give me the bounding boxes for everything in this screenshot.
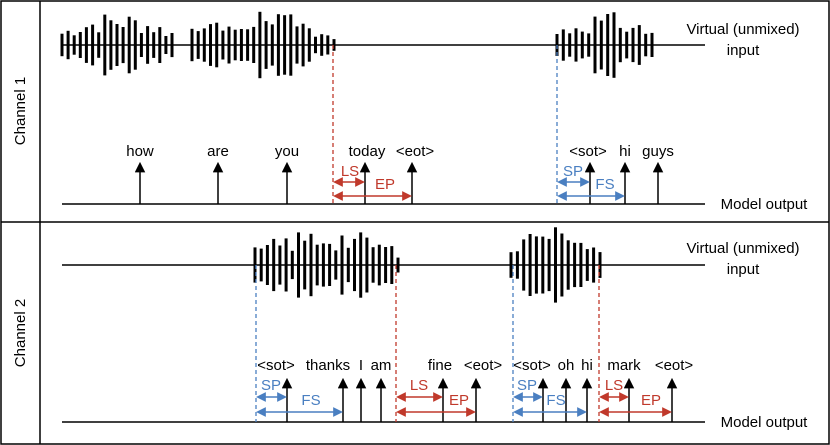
ls-label: LS [341, 163, 359, 180]
channel-2-output-label: Model output [721, 414, 809, 431]
token-label: you [275, 143, 299, 160]
ep-label: EP [449, 392, 469, 409]
token-label: <sot> [257, 357, 295, 374]
token-label: <eot> [655, 357, 694, 374]
sp-label: SP [517, 377, 537, 394]
token-label: are [207, 143, 229, 160]
token-label: guys [642, 143, 674, 160]
ep-label: EP [641, 392, 661, 409]
token-label: hi [619, 143, 631, 160]
ls-label: LS [605, 377, 623, 394]
sp-label: SP [563, 163, 583, 180]
ls-label: LS [410, 377, 428, 394]
token-label: mark [607, 357, 641, 374]
token-label: today [349, 143, 386, 160]
channel-2-input-label-line1: Virtual (unmixed) [686, 240, 799, 257]
token-label: thanks [306, 357, 350, 374]
channel-1-label: Channel 1 [12, 77, 29, 145]
channel-1-input-label-line2: input [727, 42, 760, 59]
sp-label: SP [261, 377, 281, 394]
token-label: am [371, 357, 392, 374]
token-label: <sot> [513, 357, 551, 374]
token-label: fine [428, 357, 452, 374]
channel-2-label: Channel 2 [12, 299, 29, 367]
token-label: <eot> [396, 143, 435, 160]
token-label: hi [581, 357, 593, 374]
channel-1-output-label: Model output [721, 196, 809, 213]
token-label: I [359, 357, 363, 374]
token-label: oh [558, 357, 575, 374]
ep-label: EP [375, 176, 395, 193]
fs-label: FS [595, 176, 614, 193]
channel-1-input-label-line1: Virtual (unmixed) [686, 21, 799, 38]
fs-label: FS [546, 392, 565, 409]
token-label: how [126, 143, 154, 160]
token-label: <sot> [569, 143, 607, 160]
channel-2-input-label-line2: input [727, 261, 760, 278]
fs-label: FS [301, 392, 320, 409]
token-label: <eot> [464, 357, 503, 374]
